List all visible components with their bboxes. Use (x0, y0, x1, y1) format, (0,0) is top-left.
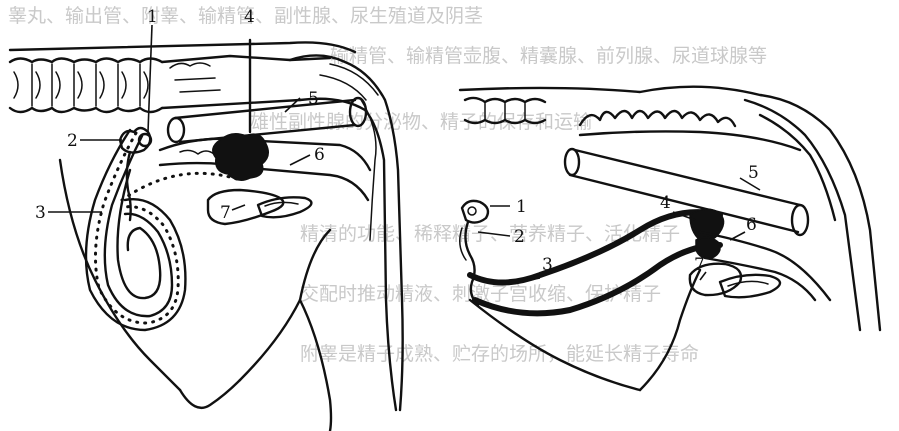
label-5: 5 (748, 163, 759, 183)
label-5: 5 (308, 89, 319, 109)
bg-text-line: 输精管、输精管壶腹、精囊腺、前列腺、尿道球腺等 (330, 45, 767, 67)
label-1: 1 (147, 7, 158, 27)
label-2: 2 (67, 131, 78, 151)
label-6: 6 (314, 145, 325, 165)
label-4: 4 (660, 193, 671, 213)
scrotum-outline (180, 380, 240, 408)
label-7: 7 (694, 255, 705, 275)
bg-text-line: 附睾是精子成熟、贮存的场所，能延长精子寿命 (300, 343, 699, 365)
label-6: 6 (746, 215, 757, 235)
label-1: 1 (516, 197, 527, 217)
label-3: 3 (542, 255, 553, 275)
label-4: 4 (244, 7, 255, 27)
label-3: 3 (35, 203, 46, 223)
label-7: 7 (220, 203, 231, 223)
label-2: 2 (514, 227, 525, 247)
back-outline (10, 42, 355, 52)
leg-outline (300, 300, 331, 431)
left-figure: 1 2 3 4 5 6 7 (10, 7, 403, 431)
